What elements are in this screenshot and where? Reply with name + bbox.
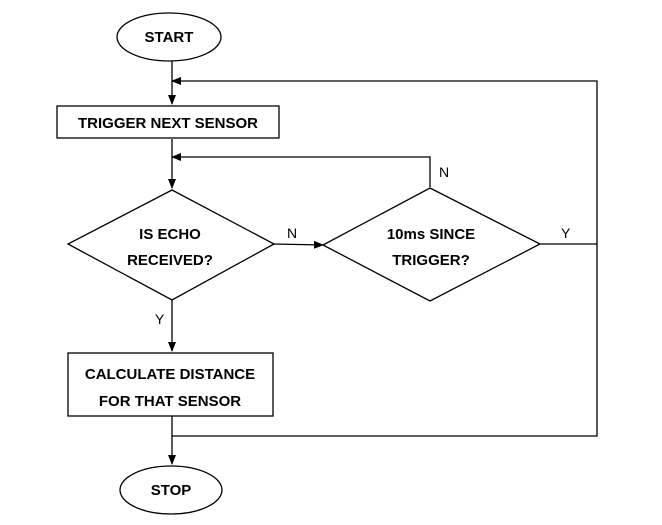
start-label: START: [145, 29, 194, 46]
connectors: [168, 61, 598, 465]
edge-echo-no-to-timeout: [273, 240, 324, 249]
trigger-node: TRIGGER NEXT SENSOR: [56, 105, 280, 139]
echo-decision-line1: IS ECHO: [139, 226, 201, 243]
edge-label-echo-no: N: [287, 225, 297, 241]
edge-label-timeout-yes: Y: [561, 225, 571, 241]
trigger-label: TRIGGER NEXT SENSOR: [78, 115, 258, 132]
timeout-decision-node: 10ms SINCE TRIGGER?: [321, 187, 542, 302]
timeout-decision-line2: TRIGGER?: [392, 252, 470, 269]
edge-calculate-to-join: [171, 244, 598, 437]
stop-label: STOP: [151, 482, 192, 499]
start-node: START: [116, 12, 222, 62]
calculate-line2: FOR THAT SENSOR: [99, 393, 241, 410]
edge-label-timeout-no: N: [439, 164, 449, 180]
calculate-node: CALCULATE DISTANCE FOR THAT SENSOR: [67, 352, 274, 417]
edge-label-echo-yes: Y: [155, 311, 165, 327]
edge-timeout-yes-loop: [171, 77, 598, 245]
timeout-decision-line1: 10ms SINCE: [387, 226, 475, 243]
stop-node: STOP: [119, 465, 223, 515]
echo-decision-line2: RECEIVED?: [127, 252, 213, 269]
echo-decision-node: IS ECHO RECEIVED?: [66, 189, 276, 301]
calculate-line1: CALCULATE DISTANCE: [85, 366, 255, 383]
edge-timeout-no-loop: [171, 153, 431, 187]
